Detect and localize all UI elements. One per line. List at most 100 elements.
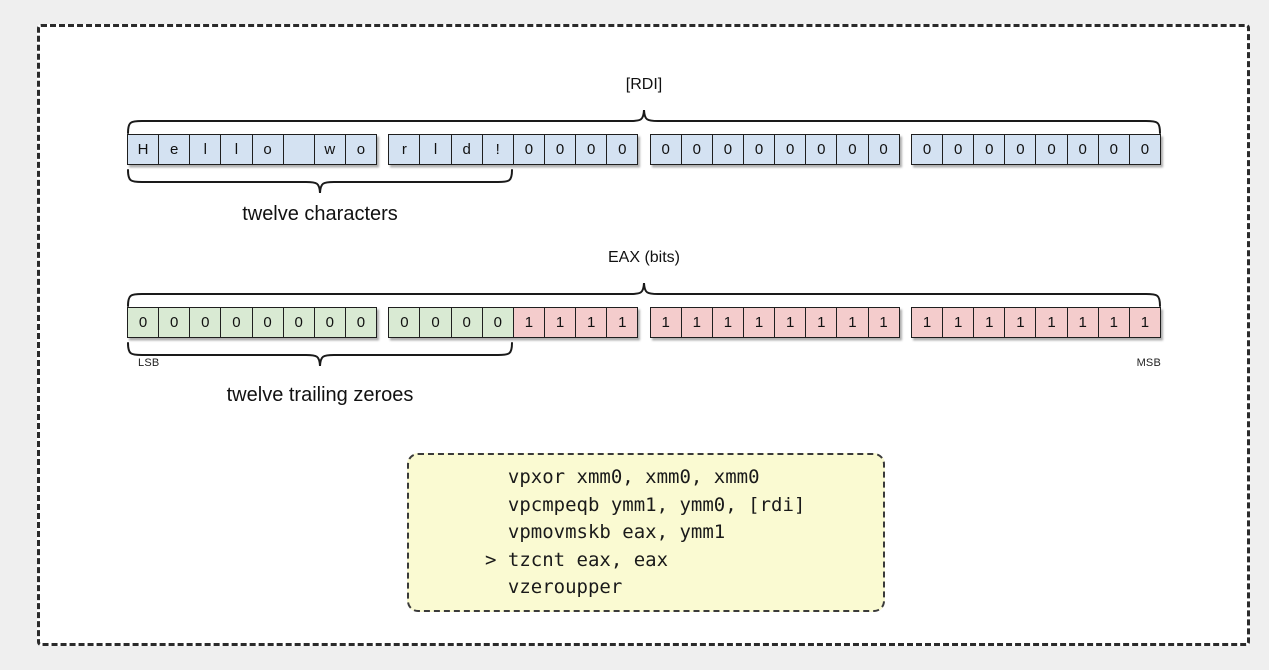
eax-bits-label: EAX (bits) xyxy=(607,249,680,266)
bit-cell: 1 xyxy=(680,308,712,337)
byte-cell: w xyxy=(313,135,345,164)
bit-cell: 1 xyxy=(711,308,744,337)
twelve-zeroes-label: twelve trailing zeroes xyxy=(226,384,414,406)
code-line: vzeroupper xyxy=(485,574,883,602)
byte-cell xyxy=(282,135,314,164)
bit-cell: 1 xyxy=(1128,308,1160,337)
bit-cell: 1 xyxy=(911,308,943,337)
current-instruction-marker: > xyxy=(485,548,497,571)
bit-cell: 1 xyxy=(512,308,544,337)
bit-cell: 1 xyxy=(836,308,868,337)
bit-cell: 1 xyxy=(543,308,576,337)
bit-cell: 0 xyxy=(128,308,159,337)
byte-cell: 0 xyxy=(867,135,899,164)
byte-cell: 0 xyxy=(836,135,868,164)
bit-cell: 1 xyxy=(575,308,607,337)
instruction-text: vpcmpeqb ymm1, ymm0, [rdi] xyxy=(507,493,806,516)
current-instruction-marker xyxy=(485,521,496,543)
eax-brace-icon xyxy=(127,282,1161,307)
byte-cell: 0 xyxy=(606,135,638,164)
bit-cell: 0 xyxy=(313,308,345,337)
instruction-text: vpxor xmm0, xmm0, xmm0 xyxy=(507,466,760,488)
bit-cell: 1 xyxy=(973,308,1005,337)
byte-cell: 0 xyxy=(942,135,974,164)
bit-cell: 0 xyxy=(389,308,420,337)
bit-cell: 0 xyxy=(450,308,482,337)
byte-cell: H xyxy=(128,135,159,164)
byte-cell: e xyxy=(158,135,190,164)
byte-cell: 0 xyxy=(774,135,806,164)
byte-cell: 0 xyxy=(680,135,712,164)
byte-cell: l xyxy=(419,135,451,164)
code-line: vpmovmskb eax, ymm1 xyxy=(485,519,883,547)
bit-cell: 0 xyxy=(189,308,221,337)
code-line-current: > tzcnt eax, eax xyxy=(485,547,883,575)
lsb-label: LSB xyxy=(138,357,160,369)
bit-cell: 1 xyxy=(867,308,899,337)
bit-cell: 1 xyxy=(774,308,806,337)
byte-cell: 0 xyxy=(743,135,775,164)
byte-cell: l xyxy=(189,135,221,164)
bit-cell: 1 xyxy=(1066,308,1098,337)
byte-cell: 0 xyxy=(911,135,943,164)
twelve-zeroes-brace-icon xyxy=(127,342,513,367)
msb-label: MSB xyxy=(1136,357,1161,369)
bit-cell: 1 xyxy=(650,308,681,337)
bit-cell: 1 xyxy=(1097,308,1129,337)
byte-cell: 0 xyxy=(543,135,576,164)
current-instruction-marker xyxy=(485,466,496,488)
instruction-text: vpmovmskb eax, ymm1 xyxy=(507,521,726,544)
bit-cell: 1 xyxy=(1004,308,1036,337)
current-instruction-marker xyxy=(485,494,496,516)
bit-cell: 1 xyxy=(1035,308,1067,337)
byte-cell: 0 xyxy=(1128,135,1160,164)
bit-cell: 0 xyxy=(419,308,451,337)
code-line: vpcmpeqb ymm1, ymm0, [rdi] xyxy=(485,492,883,520)
rdi-brace-icon xyxy=(127,109,1161,134)
byte-cell: 0 xyxy=(575,135,607,164)
bit-cell: 0 xyxy=(282,308,314,337)
byte-cell: ! xyxy=(481,135,513,164)
byte-cell: o xyxy=(251,135,283,164)
current-instruction-marker xyxy=(485,576,496,598)
byte-cell: 0 xyxy=(1097,135,1129,164)
byte-cell: o xyxy=(344,135,376,164)
byte-cell: 0 xyxy=(1004,135,1036,164)
byte-cell: 0 xyxy=(1066,135,1098,164)
bit-cell: 0 xyxy=(220,308,252,337)
instruction-text: vzeroupper xyxy=(507,576,623,599)
bit-cell: 0 xyxy=(344,308,376,337)
bit-cell: 1 xyxy=(942,308,974,337)
code-line: vpxor xmm0, xmm0, xmm0 xyxy=(485,464,883,492)
bit-cell: 0 xyxy=(481,308,513,337)
bit-cell: 1 xyxy=(743,308,775,337)
bit-cell: 0 xyxy=(158,308,190,337)
byte-cell: 0 xyxy=(973,135,1005,164)
rdi-label: [RDI] xyxy=(625,76,663,93)
byte-cell: 0 xyxy=(805,135,837,164)
bit-cell: 0 xyxy=(251,308,283,337)
byte-cell: 0 xyxy=(1035,135,1067,164)
byte-cell: l xyxy=(220,135,252,164)
twelve-characters-label: twelve characters xyxy=(242,203,398,225)
twelve-characters-brace-icon xyxy=(127,169,513,194)
assembly-code-box: vpxor xmm0, xmm0, xmm0 vpcmpeqb ymm1, ym… xyxy=(407,453,885,612)
instruction-text: tzcnt eax, eax xyxy=(507,548,669,571)
bit-cell: 1 xyxy=(606,308,638,337)
byte-cell: d xyxy=(450,135,482,164)
byte-cell: 0 xyxy=(650,135,681,164)
bit-cell: 1 xyxy=(805,308,837,337)
byte-cell: 0 xyxy=(711,135,744,164)
